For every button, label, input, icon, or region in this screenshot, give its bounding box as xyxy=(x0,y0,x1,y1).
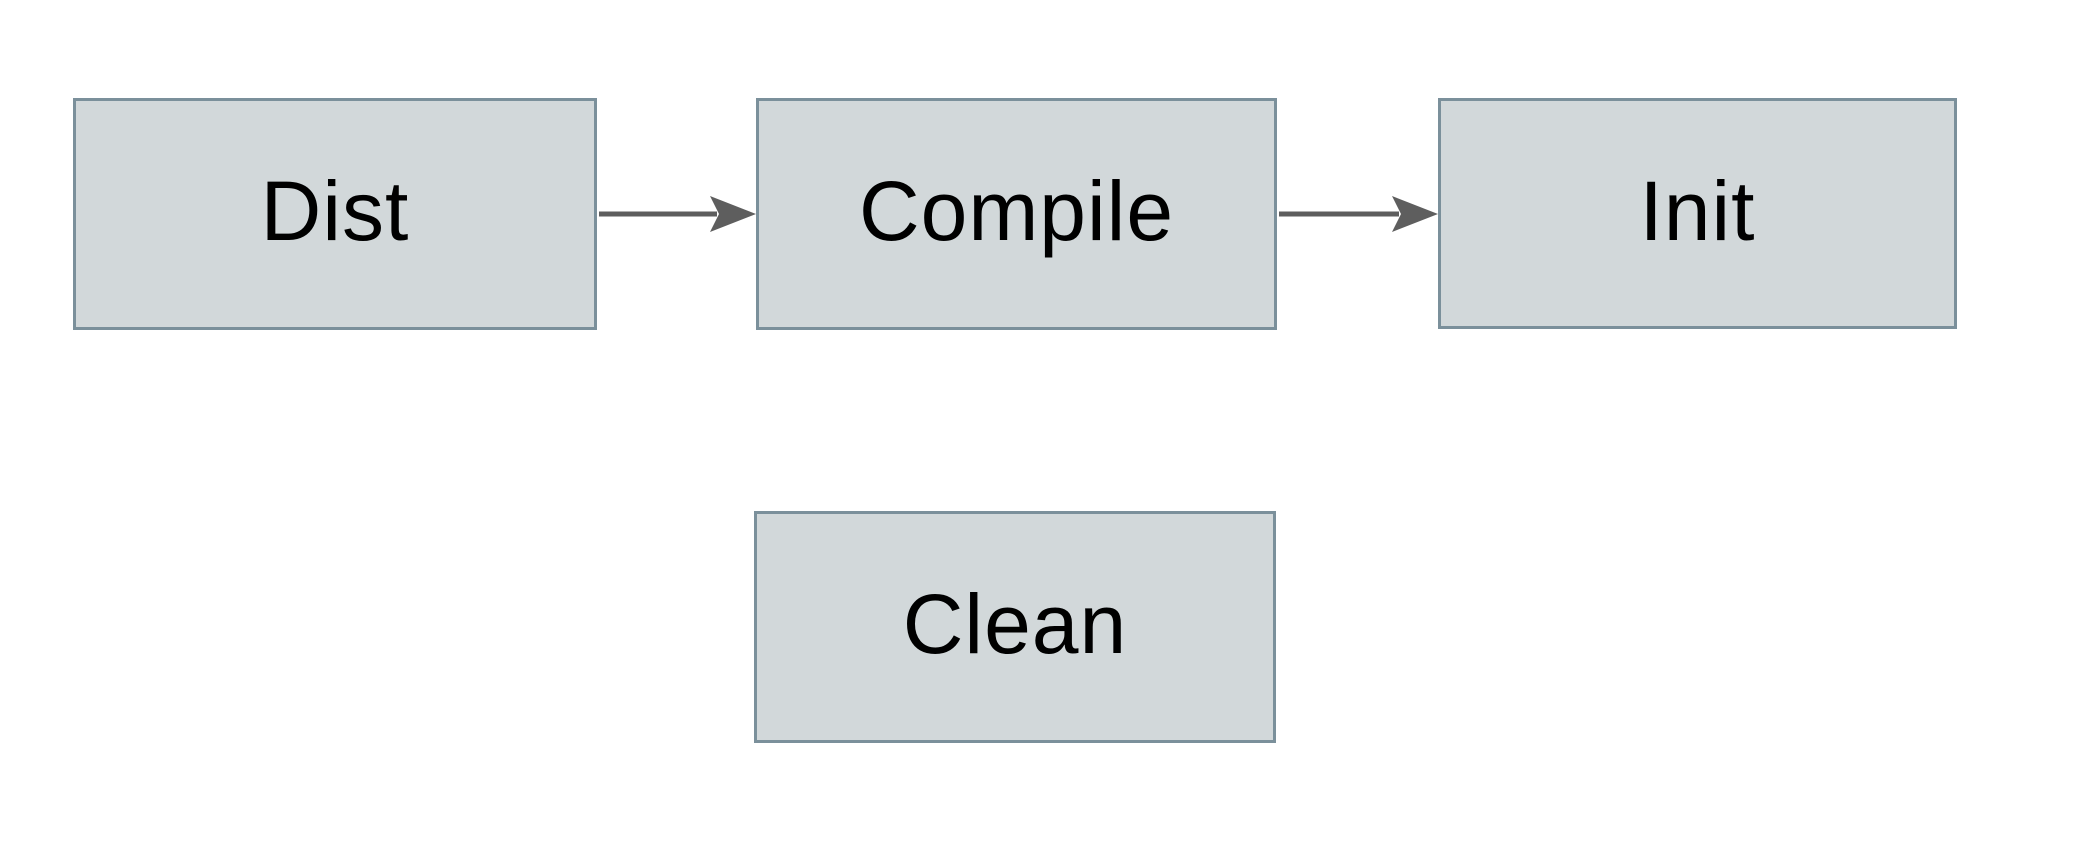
arrow-dist-to-compile xyxy=(599,196,756,232)
node-init[interactable]: Init xyxy=(1438,98,1957,329)
node-compile-label: Compile xyxy=(858,164,1175,258)
node-clean[interactable]: Clean xyxy=(754,511,1276,743)
node-clean-label: Clean xyxy=(902,577,1128,671)
node-init-label: Init xyxy=(1639,163,1756,258)
node-dist-label: Dist xyxy=(260,164,410,258)
arrow-head-icon xyxy=(710,196,756,232)
node-dist[interactable]: Dist xyxy=(73,98,597,330)
arrow-compile-to-init xyxy=(1279,196,1438,232)
node-compile[interactable]: Compile xyxy=(756,98,1277,330)
arrow-head-icon xyxy=(1392,196,1438,232)
